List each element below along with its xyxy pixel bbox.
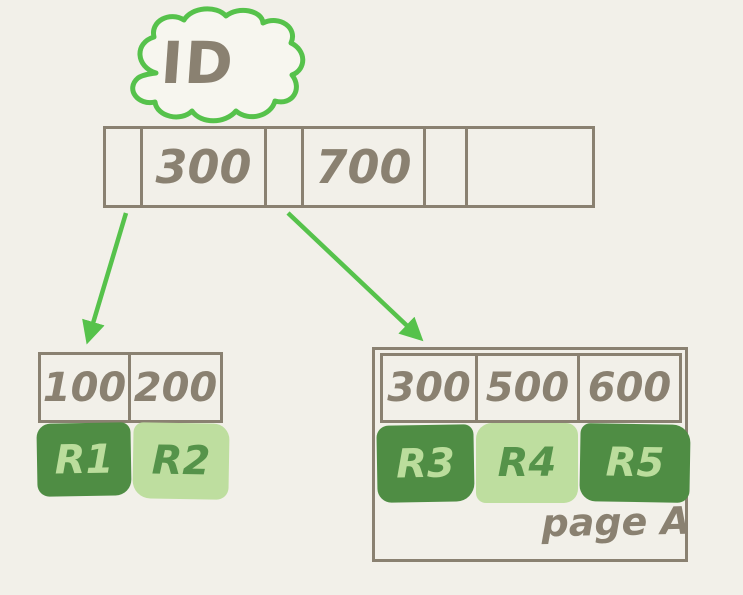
root-pointer-cell-1 bbox=[267, 129, 304, 205]
left-leaf-keys: 100 200 bbox=[38, 352, 223, 423]
root-key-cell-700: 700 bbox=[304, 129, 426, 205]
record-blob-r1: R1 bbox=[36, 422, 132, 497]
cloud-label: ID bbox=[158, 29, 238, 97]
leaf-key-cell-200: 200 bbox=[133, 364, 218, 411]
page-key-cell-500: 500 bbox=[478, 356, 580, 420]
root-pointer-cell-0 bbox=[106, 129, 143, 205]
arrow-to-right-page bbox=[286, 211, 424, 342]
record-blob-r4: R4 bbox=[476, 423, 578, 503]
leaf-key-cell-100: 100 bbox=[41, 355, 131, 420]
page-a-caption: page A bbox=[541, 498, 691, 546]
root-key-cell-300: 300 bbox=[143, 129, 267, 205]
record-blob-r3: R3 bbox=[376, 424, 475, 503]
root-node: 300 700 bbox=[103, 126, 595, 208]
root-empty-cell bbox=[468, 129, 592, 205]
page-key-cell-600: 600 bbox=[587, 365, 672, 411]
arrow-to-left-leaf bbox=[82, 212, 129, 345]
right-page-keys: 300 500 600 bbox=[380, 353, 682, 423]
record-blob-r5: R5 bbox=[579, 423, 691, 503]
root-pointer-cell-2 bbox=[426, 129, 468, 205]
page-key-cell-300: 300 bbox=[383, 356, 478, 420]
record-blob-r2: R2 bbox=[132, 422, 230, 500]
